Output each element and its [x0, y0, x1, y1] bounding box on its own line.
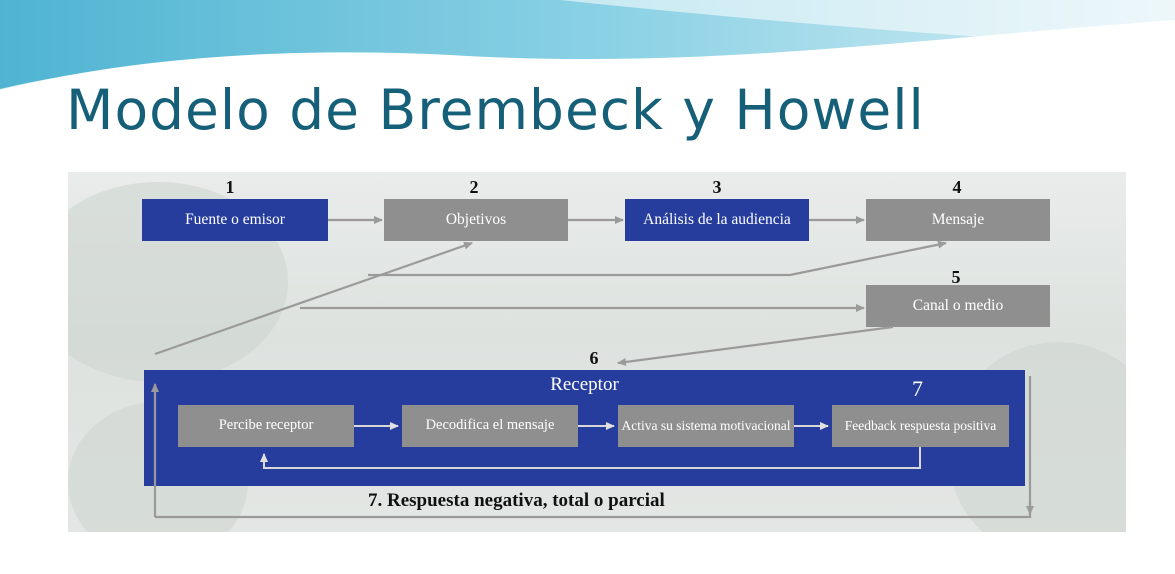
box-mensaje: Mensaje: [866, 199, 1050, 241]
box-activa-sistema: Activa su sistema motivacional: [618, 405, 794, 447]
flow-arrows: [151, 216, 1034, 519]
box-fuente-emisor: Fuente o emisor: [142, 199, 328, 241]
box-feedback-positiva: Feedback respuesta positiva: [832, 405, 1009, 447]
box-objetivos: Objetivos: [384, 199, 568, 241]
step-number-5: 5: [951, 267, 961, 287]
box-decodifica-mensaje: Decodifica el mensaje: [402, 405, 578, 447]
communication-model-diagram: 1 2 3 4 Fuente o emisor Objetivos Anális…: [68, 172, 1126, 532]
step-number-4: 4: [952, 177, 962, 197]
step-number-6: 6: [589, 348, 599, 368]
box-analisis-audiencia: Análisis de la audiencia: [625, 199, 809, 241]
step-number-1: 1: [225, 177, 235, 197]
negative-response-label: 7. Respuesta negativa, total o parcial: [368, 490, 665, 511]
receptor-title: Receptor: [550, 374, 619, 395]
box-canal-medio: Canal o medio: [866, 285, 1050, 327]
box-percibe-receptor: Percibe receptor: [178, 405, 354, 447]
step-number-3: 3: [712, 177, 722, 197]
slide-title: Modelo de Brembeck y Howell: [66, 78, 925, 142]
step-number-2: 2: [469, 177, 479, 197]
step-number-7: 7: [912, 376, 923, 401]
receptor-panel: Receptor 7 Percibe receptor Decodifica e…: [144, 370, 1025, 486]
header-wave-banner: [0, 0, 1175, 91]
